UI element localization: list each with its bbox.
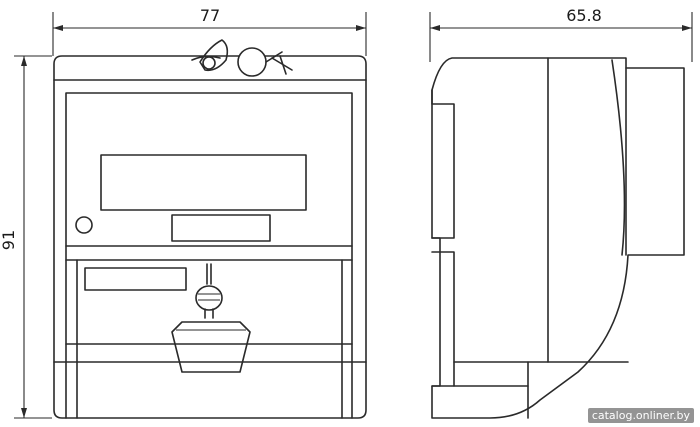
led-indicator [75, 216, 93, 234]
front-view [53, 39, 367, 419]
height-dimension-label: 91 [0, 230, 18, 250]
label-plate [84, 267, 187, 291]
watermark: catalog.onliner.by [587, 408, 694, 423]
height-dimension: 91 [0, 55, 52, 419]
top-seal-icon [191, 39, 293, 77]
lcd-display [100, 154, 307, 211]
bottom-seal-icon [171, 263, 251, 373]
depth-dimension: 65.8 [429, 6, 693, 62]
display-button [171, 214, 271, 242]
depth-dimension-label: 65.8 [566, 6, 602, 25]
width-dimension: 77 [52, 6, 367, 56]
width-dimension-label: 77 [200, 6, 220, 25]
side-view [431, 57, 685, 419]
